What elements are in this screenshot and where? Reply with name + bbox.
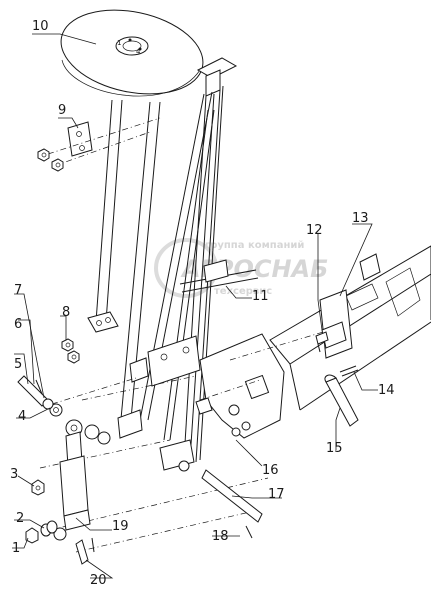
callout-8: 8 xyxy=(62,305,70,320)
bracket-9 xyxy=(67,121,93,157)
frame-beam xyxy=(269,245,431,411)
callouts: 10 9 11 12 13 14 15 16 17 18 19 20 7 6 5… xyxy=(10,19,395,588)
callout-20: 20 xyxy=(90,573,107,588)
nut-8 xyxy=(61,338,74,352)
callout-11: 11 xyxy=(252,289,269,304)
watermark-line1: группа компаний xyxy=(205,240,304,251)
disc-mark-1: 1 xyxy=(117,39,121,47)
washer-6 xyxy=(42,398,54,410)
post-clamp xyxy=(129,335,201,387)
leader-lines xyxy=(12,33,378,579)
nut-9b xyxy=(51,158,64,172)
pin-20 xyxy=(75,537,95,565)
hitch-plate xyxy=(195,333,285,439)
horizontal-brace xyxy=(179,259,259,293)
callout-6: 6 xyxy=(14,317,22,332)
cotter-pin-14 xyxy=(339,365,359,377)
disc-mark-2: 4 xyxy=(136,48,141,56)
callout-19: 19 xyxy=(112,519,129,534)
post-lower-clamp xyxy=(117,409,143,439)
callout-2: 2 xyxy=(16,511,24,526)
callout-15: 15 xyxy=(326,441,343,456)
callout-3: 3 xyxy=(10,467,18,482)
pin-12 xyxy=(315,331,329,353)
bushing-4 xyxy=(49,403,63,417)
callout-9: 9 xyxy=(58,103,66,118)
callout-10: 10 xyxy=(32,19,49,34)
nut-8b xyxy=(67,350,80,364)
nut-1 xyxy=(25,527,39,544)
cylinder-19 xyxy=(53,419,91,541)
callout-14: 14 xyxy=(378,383,395,398)
rod-foot-plate xyxy=(87,311,119,333)
callout-12: 12 xyxy=(306,223,323,238)
bent-handle xyxy=(325,377,359,427)
callout-16: 16 xyxy=(262,463,279,478)
callout-1: 1 xyxy=(12,541,20,556)
nut-9a xyxy=(37,148,50,162)
washer-2 xyxy=(40,520,58,537)
bracket-13 xyxy=(319,289,353,359)
bushing-pair xyxy=(84,424,111,445)
callout-13: 13 xyxy=(352,211,369,226)
callout-18: 18 xyxy=(212,529,229,544)
callout-5: 5 xyxy=(14,357,22,372)
callout-4: 4 xyxy=(18,409,26,424)
nut-3 xyxy=(31,479,45,496)
disc: 1 4 xyxy=(60,9,204,97)
pin-18 xyxy=(245,525,253,539)
pin-7 xyxy=(35,379,43,395)
watermark-line3: техсервис xyxy=(214,286,272,297)
callout-7: 7 xyxy=(14,283,22,298)
callout-17: 17 xyxy=(268,487,285,502)
